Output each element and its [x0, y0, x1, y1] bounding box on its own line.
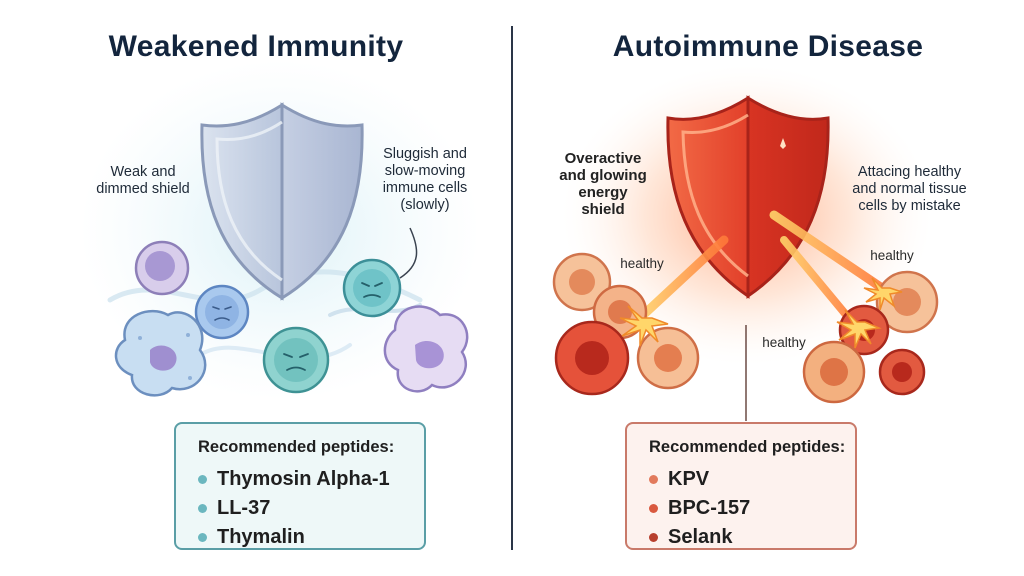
- bullet-dot-icon: [198, 504, 207, 513]
- page-title: Autoimmune Disease: [612, 30, 924, 63]
- impact-burst-icon: [619, 277, 903, 349]
- recommended-peptides-box: Recommended peptides: Thymosin Alpha-1 L…: [174, 422, 426, 550]
- autoimmune-illustration: [552, 65, 939, 421]
- weak-shield-label: Weak and dimmed shield: [96, 164, 190, 197]
- healthy-cell-icon: [878, 348, 926, 396]
- peptide-list: KPV BPC-157 Selank: [649, 465, 855, 552]
- attacking-cells-label: Attacing healthy and normal tissue cells…: [852, 164, 967, 214]
- list-item: Selank: [649, 523, 855, 552]
- macrophage-cell-icon: [383, 305, 469, 393]
- weak-shield-icon: [200, 102, 364, 301]
- sad-cell-icon: [342, 258, 402, 318]
- bullet-dot-icon: [649, 504, 658, 513]
- list-item: LL-37: [198, 494, 424, 523]
- healthy-label: healthy: [762, 335, 806, 350]
- macrophage-cell-icon: [114, 309, 207, 397]
- panel-divider: [511, 26, 513, 550]
- bullet-dot-icon: [198, 533, 207, 542]
- sad-cell-icon: [134, 240, 190, 296]
- peptide-name: BPC-157: [668, 497, 751, 519]
- box-heading: Recommended peptides:: [198, 438, 395, 456]
- overactive-shield-label: Overactive and glowing energy shield: [559, 150, 647, 218]
- box-heading: Recommended peptides:: [649, 438, 846, 456]
- list-item: BPC-157: [649, 494, 855, 523]
- peptide-list: Thymosin Alpha-1 LL-37 Thymalin: [198, 465, 424, 552]
- recommended-peptides-box: Recommended peptides: KPV BPC-157 Selank: [625, 422, 857, 550]
- peptide-name: Thymalin: [217, 526, 305, 548]
- healthy-label: healthy: [870, 248, 914, 263]
- sad-cell-icon: [262, 326, 330, 394]
- peptide-name: LL-37: [217, 497, 271, 519]
- weakened-immunity-panel: Weakened Immunity Weak and dimmed shield…: [80, 30, 480, 550]
- list-item: KPV: [649, 465, 855, 494]
- healthy-cell-icon: [554, 320, 630, 396]
- sluggish-cells-label: Sluggish and slow-moving immune cells (s…: [382, 146, 468, 213]
- peptide-name: Thymosin Alpha-1: [217, 468, 390, 490]
- bullet-dot-icon: [649, 475, 658, 484]
- list-item: Thymalin: [198, 523, 424, 552]
- sad-cell-icon: [194, 284, 250, 340]
- page-title: Weakened Immunity: [108, 30, 404, 63]
- weakened-immunity-illustration: [80, 60, 480, 400]
- healthy-cell-icon: [552, 252, 612, 312]
- peptide-name: KPV: [668, 468, 710, 490]
- healthy-label: healthy: [620, 256, 664, 271]
- bullet-dot-icon: [649, 533, 658, 542]
- energy-beam-icon: [635, 210, 887, 326]
- healthy-cell-icon: [875, 270, 939, 334]
- list-item: Thymosin Alpha-1: [198, 465, 424, 494]
- healthy-cell-icon: [636, 326, 700, 390]
- autoimmune-disease-panel: Autoimmune Disease Overactive and glowin…: [512, 0, 1024, 576]
- peptide-name: Selank: [668, 526, 733, 548]
- bullet-dot-icon: [198, 475, 207, 484]
- healthy-cell-icon: [802, 340, 866, 404]
